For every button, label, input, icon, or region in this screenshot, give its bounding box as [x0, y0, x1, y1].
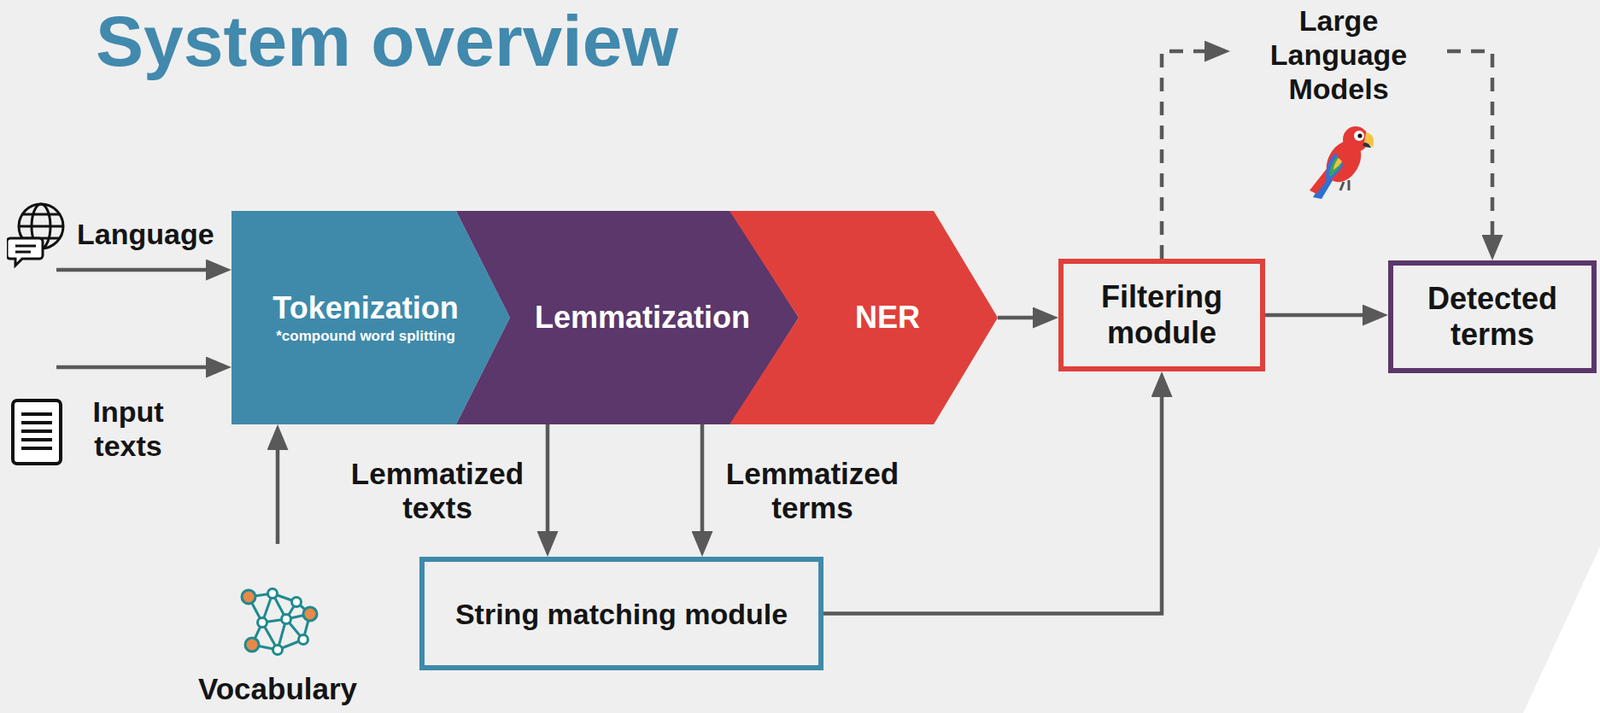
dashed-arrow [1447, 51, 1493, 253]
node-title: Large Language Models [1247, 3, 1431, 106]
node-title: Lemmatization [534, 298, 751, 337]
node-title: NER [855, 298, 921, 337]
corner-shape [1523, 546, 1600, 713]
process-box: String matching module [419, 556, 824, 671]
flow-arrow [1265, 313, 1380, 318]
flow-arrow [275, 433, 281, 545]
page-title: System overview [95, 5, 679, 77]
node-subtitle: *compound word splitting [272, 327, 458, 346]
dashed-arrow [1161, 51, 1222, 259]
pipeline-stage: Lemmatization [456, 210, 799, 425]
edge-label: Lemmatized texts [339, 457, 536, 526]
flow-arrow [545, 424, 551, 549]
node-title: String matching module [455, 597, 788, 632]
input-label: Language [6, 198, 231, 270]
language-icon [6, 200, 69, 273]
node-title: Detected terms [1401, 281, 1583, 353]
pipeline-stage: NER [729, 210, 998, 425]
document-icon [10, 398, 64, 470]
vocabulary-icon [236, 585, 319, 659]
parrot-icon [1309, 126, 1374, 200]
input-label: Input texts [6, 367, 178, 469]
flow-arrow [997, 316, 1050, 321]
output-box: Detected terms [1388, 260, 1597, 374]
node-title: Vocabulary [198, 672, 358, 707]
node-title: Filtering module [1072, 279, 1252, 352]
flow-arrow [56, 268, 223, 273]
node-title: Language [76, 216, 231, 252]
process-box: Filtering module [1058, 258, 1266, 372]
flow-arrow [56, 365, 223, 370]
input-label: Vocabulary [192, 544, 364, 712]
node-title: Input texts [78, 394, 178, 464]
model-label: Large Language Models [1230, 3, 1448, 110]
flow-arrow [700, 424, 705, 549]
edge-label: Lemmatized terms [714, 457, 911, 526]
pipeline-stage: Tokenization*compound word splitting [231, 210, 510, 425]
node-title: Tokenization [272, 289, 458, 328]
